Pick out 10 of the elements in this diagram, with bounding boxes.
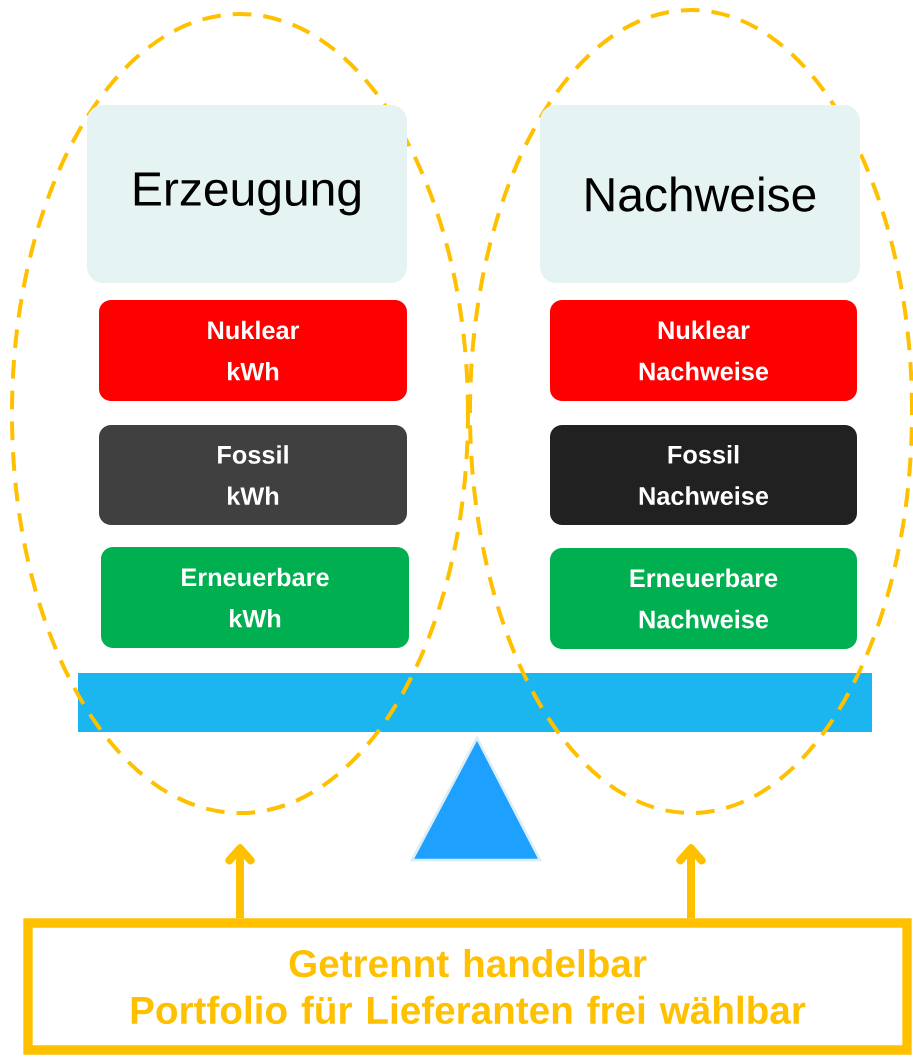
category-box: Erneuerbare kWh (101, 547, 409, 648)
category-box: Nuklear Nachweise (550, 300, 857, 401)
category-box: Fossil kWh (99, 425, 407, 525)
heading-box: Erzeugung (87, 105, 407, 283)
heading-box: Nachweise (540, 105, 860, 283)
note-box: Getrennt handelbar Portfolio für Lieferanten frei wählbar (23, 918, 912, 1055)
dashed-ellipse (10, 12, 470, 815)
category-box: Erneuerbare Nachweise (550, 548, 857, 649)
category-box: Fossil Nachweise (550, 425, 857, 525)
category-box: Nuklear kWh (99, 300, 407, 401)
